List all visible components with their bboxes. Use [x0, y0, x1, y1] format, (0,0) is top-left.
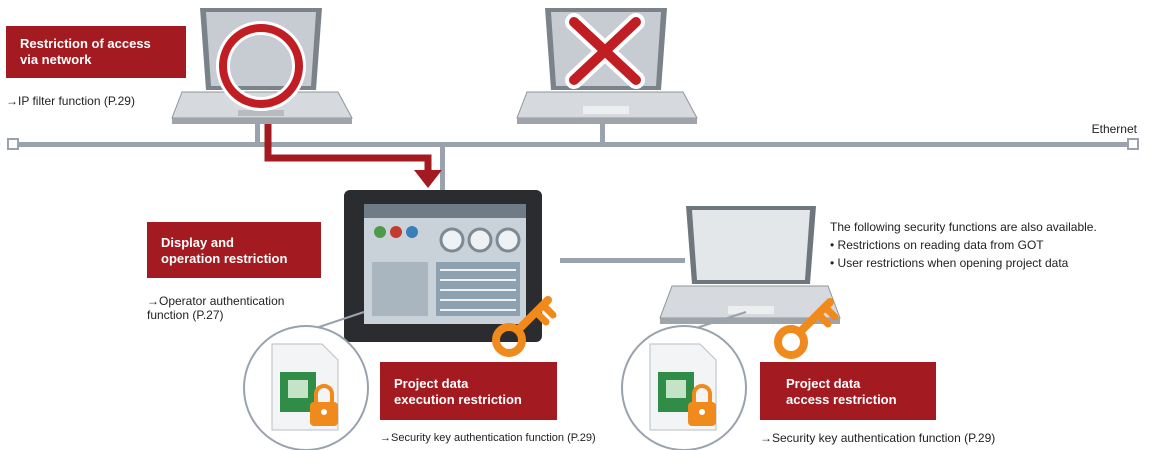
access-route-arrow — [264, 122, 432, 172]
project-file-lock-icon — [243, 311, 369, 450]
restriction-access-ref: →Security key authentication function (P… — [760, 431, 996, 445]
circle-ok-icon — [216, 21, 306, 111]
restriction-network-ref: →IP filter function (P.29) — [6, 94, 135, 108]
drop-right-laptop — [600, 122, 605, 144]
additional-intro: The following security functions are als… — [830, 220, 1097, 234]
ethernet-right-terminal — [1127, 138, 1139, 150]
cross-ng-icon — [565, 13, 645, 89]
restriction-access-box: Project data access restriction — [760, 362, 936, 420]
drop-got — [440, 144, 445, 190]
ethernet-label: Ethernet — [1092, 122, 1138, 136]
drop-left-laptop — [255, 122, 260, 144]
ethernet-left-terminal — [7, 138, 19, 150]
restriction-display-box: Display and operation restriction — [147, 222, 321, 278]
laptop-pc-icon — [659, 206, 841, 324]
key-icon — [774, 298, 839, 359]
project-file-lock-icon — [621, 311, 747, 450]
additional-item: • Restrictions on reading data from GOT — [830, 238, 1044, 252]
laptop-denied-icon — [516, 8, 698, 124]
ethernet-line — [14, 142, 1136, 147]
restriction-execution-box: Project data execution restriction — [380, 362, 557, 420]
got-to-pc-line — [560, 258, 685, 263]
additional-item: • User restrictions when opening project… — [830, 256, 1069, 270]
got-panel-icon — [344, 190, 542, 342]
restriction-network-box: Restriction of access via network — [6, 26, 186, 78]
access-route-arrowhead — [414, 170, 442, 188]
restriction-execution-ref: →Security key authentication function (P… — [380, 432, 596, 444]
additional-functions-note: The following security functions are als… — [830, 218, 1170, 272]
restriction-display-ref: →Operator authentication function (P.27) — [147, 294, 285, 322]
key-icon — [492, 296, 557, 357]
